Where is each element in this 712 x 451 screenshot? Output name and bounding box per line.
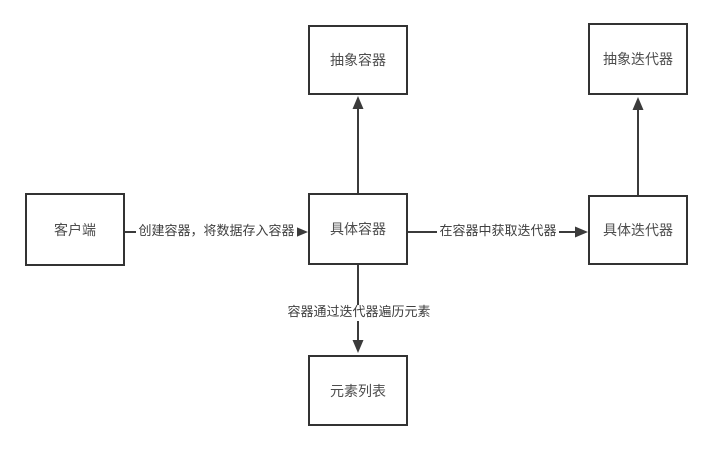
node-element-list-label: 元素列表 <box>330 383 386 400</box>
arrowhead-to-abstract-iterator-icon <box>632 97 644 110</box>
node-concrete-iterator-label: 具体迭代器 <box>603 223 673 239</box>
node-concrete-container-label: 具体容器 <box>330 222 386 238</box>
node-client-label: 客户端 <box>54 222 96 239</box>
node-concrete-iterator: 具体迭代器 <box>588 195 688 265</box>
arrowhead-traverse-elements-icon <box>352 340 364 353</box>
arrowhead-create-container-icon <box>295 226 308 238</box>
node-abstract-iterator-label: 抽象迭代器 <box>603 52 673 68</box>
node-client: 客户端 <box>25 193 125 266</box>
node-concrete-container: 具体容器 <box>308 193 408 265</box>
arrowhead-to-abstract-container-icon <box>352 96 364 109</box>
arrowhead-get-iterator-icon <box>575 226 588 238</box>
node-abstract-container: 抽象容器 <box>308 25 408 95</box>
node-abstract-container-label: 抽象容器 <box>330 53 386 69</box>
node-element-list: 元素列表 <box>308 355 408 426</box>
node-abstract-iterator: 抽象迭代器 <box>588 23 688 95</box>
